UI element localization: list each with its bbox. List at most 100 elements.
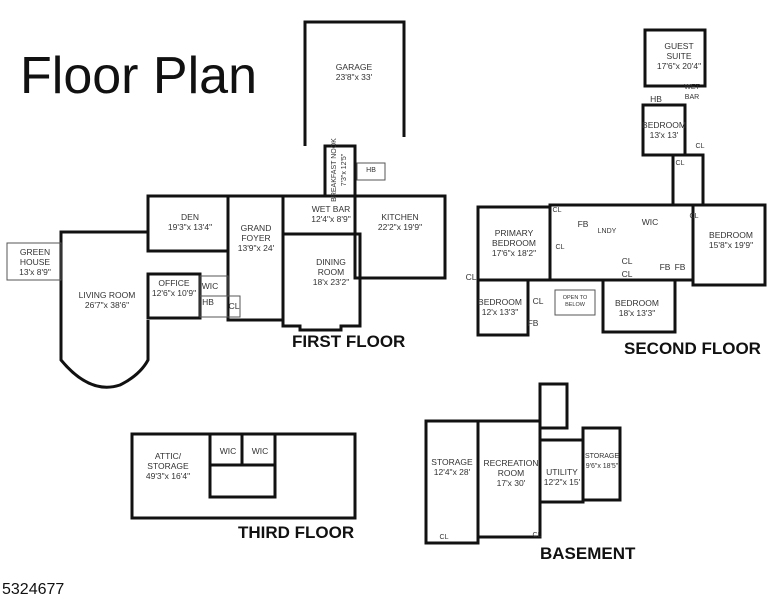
room-dims: 12'4"x 28' (433, 467, 471, 477)
fb-label: FB (527, 318, 539, 328)
room-name: BEDROOM (709, 230, 753, 240)
bedroom-south-walls (601, 278, 677, 334)
storage-east-label: STORAGE 9'6"x 18'5" (585, 452, 619, 472)
bedroom-east-walls (691, 203, 767, 287)
room-name: BEDROOM (642, 120, 686, 130)
cl-label: CL (552, 207, 562, 214)
fb-label: FB (659, 262, 671, 272)
kitchen-walls (353, 194, 447, 280)
basement-stair-walls (538, 382, 569, 430)
laundry-label: LNDY (597, 228, 617, 235)
page-title: Floor Plan (20, 47, 257, 105)
room-dims: 15'8"x 19'9" (708, 240, 754, 250)
room-name: GUEST SUITE (664, 41, 694, 61)
room-dims: 17'6"x 18'2" (491, 248, 537, 258)
cl-label: CL (621, 269, 633, 279)
room-dims: 17'6"x 20'4" (656, 61, 702, 71)
cl-label: CL (439, 534, 449, 541)
room-name: DEN (181, 212, 199, 222)
cl-walls (226, 295, 241, 318)
guest-wet-bar-label: WET BAR (684, 84, 700, 101)
room-dims: 7'3"x 12'5" (341, 153, 348, 187)
room-dims: 9'6"x 18'5" (585, 463, 619, 470)
hb-label: HB (202, 297, 214, 307)
room-name: WET BAR (311, 204, 351, 214)
room-name: STORAGE (584, 453, 620, 460)
nook-hb-label: HB (366, 167, 376, 174)
cl-label: CL (695, 143, 705, 150)
attic-stair-walls (208, 463, 277, 499)
dining-room-walls (281, 232, 362, 332)
storage-east-walls (581, 426, 622, 502)
guest-hb-label: HB (650, 94, 662, 104)
wic-label: WIC (251, 446, 269, 456)
room-name: OFFICE (158, 278, 190, 288)
room-dims: 13'9"x 24' (237, 243, 275, 253)
room-name: BEDROOM (615, 298, 659, 308)
room-name: DINING ROOM (316, 257, 346, 277)
open-to-below-label: OPEN TO BELOW (562, 295, 588, 308)
open-to-below-walls (554, 289, 596, 316)
first-floor-heading: FIRST FLOOR (292, 332, 406, 351)
room-dims: 19'3"x 13'4" (167, 222, 213, 232)
room-dims: 13'x 8'9" (19, 267, 51, 277)
room-name: KITCHEN (381, 212, 419, 222)
room-name: ATTIC/ STORAGE (147, 451, 189, 471)
garage-walls (303, 20, 406, 146)
wic-label: WIC (641, 217, 659, 227)
cl-label: CL (465, 272, 477, 282)
room-dims: 13'x 13' (649, 130, 679, 140)
listing-number: 5324677 (2, 581, 65, 598)
guest-suite-walls (643, 28, 707, 88)
cl-label: CL (621, 256, 633, 266)
room-dims: 17'x 30' (496, 478, 526, 488)
cl-label: CL (689, 213, 699, 220)
room-dims: 12'x 13'3" (481, 307, 519, 317)
bedroom-sw-walls (476, 278, 530, 337)
green-house-walls (6, 242, 62, 281)
cl-label: CL (532, 532, 542, 539)
room-dims: 12'6"x 10'9" (151, 288, 197, 298)
cl-label: CL (675, 160, 685, 167)
room-name: GREEN HOUSE (19, 247, 51, 267)
room-dims: 49'3"x 16'4" (145, 471, 191, 481)
room-dims: 23'8"x 33' (335, 72, 373, 82)
storage-west-walls (424, 419, 480, 545)
fb-label: FB (577, 219, 589, 229)
room-name: GRAND FOYER (240, 223, 272, 243)
room-dims: 18'x 23'2" (312, 277, 350, 287)
room-name: PRIMARY BEDROOM (492, 228, 536, 248)
room-dims: 12'4"x 8'9" (311, 214, 351, 224)
cl-label: CL (532, 296, 544, 306)
cl-label: CL (228, 301, 240, 311)
wic-label: WIC (201, 281, 219, 291)
room-name: BEDROOM (478, 297, 522, 307)
basement-heading: BASEMENT (540, 544, 636, 563)
nook-hb-walls (356, 162, 386, 181)
room-name: LIVING ROOM (78, 290, 136, 300)
room-dims: 22'2"x 19'9" (377, 222, 423, 232)
living-room-walls (59, 230, 150, 389)
wic-label: WIC (219, 446, 237, 456)
guest-bedroom-walls (641, 103, 687, 157)
room-dims: 26'7"x 38'6" (84, 300, 130, 310)
cl-label: CL (555, 244, 565, 251)
room-dims: 12'2"x 15' (543, 477, 581, 487)
